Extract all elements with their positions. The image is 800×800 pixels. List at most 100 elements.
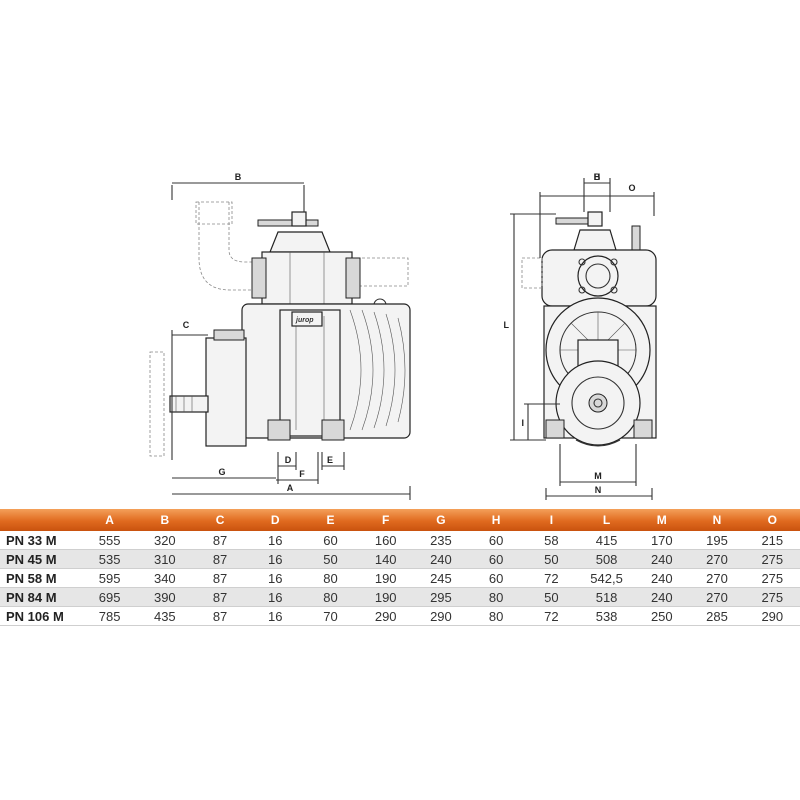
table-cell: 535 <box>82 549 138 569</box>
table-cell: 245 <box>413 568 469 588</box>
dim-label-c: C <box>183 320 190 330</box>
table-cell: 270 <box>689 587 745 607</box>
dim-label-l: L <box>504 320 510 330</box>
table-cell: 290 <box>413 606 469 626</box>
table-cell: 215 <box>744 531 800 550</box>
table-cell: 240 <box>634 549 690 569</box>
dim-label-f: F <box>299 469 305 479</box>
table-cell: 16 <box>247 568 303 588</box>
column-header: C <box>192 509 248 531</box>
table-cell: 275 <box>744 568 800 588</box>
table-cell: 290 <box>358 606 414 626</box>
table-cell: 80 <box>468 587 524 607</box>
table-cell: 595 <box>82 568 138 588</box>
table-cell: 235 <box>413 531 469 550</box>
table-cell: 50 <box>523 587 579 607</box>
table-cell: 195 <box>689 531 745 550</box>
column-header: H <box>468 509 524 531</box>
table-cell: 16 <box>247 531 303 550</box>
model-name-cell: PN 58 M <box>0 568 82 588</box>
table-cell: 80 <box>302 568 359 588</box>
technical-drawing: jurop B C G D F E <box>149 172 657 500</box>
table-cell: 542,5 <box>578 568 635 588</box>
dim-label-n: N <box>595 485 602 495</box>
table-cell: 50 <box>302 549 359 569</box>
table-cell: 518 <box>578 587 635 607</box>
table-cell: 415 <box>578 531 635 550</box>
model-name-cell: PN 106 M <box>0 606 82 626</box>
table-cell: 72 <box>523 606 579 626</box>
table-cell: 87 <box>192 568 248 588</box>
table-cell: 170 <box>634 531 690 550</box>
column-header: B <box>137 509 193 531</box>
table-cell: 240 <box>634 568 690 588</box>
column-header: N <box>689 509 745 531</box>
table-cell: 695 <box>82 587 138 607</box>
dim-label-b: B <box>235 172 242 182</box>
table-cell: 310 <box>137 549 193 569</box>
brand-logo: jurop <box>295 317 314 324</box>
table-header-row: A B C D E F G H I L M N O <box>0 509 800 531</box>
table-cell: 80 <box>302 587 359 607</box>
table-cell: 240 <box>634 587 690 607</box>
table-cell: 435 <box>137 606 193 626</box>
table-cell: 270 <box>689 568 745 588</box>
front-view: B H O L I M N <box>504 172 657 500</box>
table-cell: 50 <box>523 549 579 569</box>
dim-label-a: A <box>287 483 294 493</box>
dim-label-o: O <box>628 183 635 193</box>
table-cell: 785 <box>82 606 138 626</box>
table-cell: 60 <box>468 568 524 588</box>
column-header: D <box>247 509 303 531</box>
table-cell: 60 <box>302 531 359 550</box>
column-header: F <box>358 509 414 531</box>
column-header: O <box>744 509 800 531</box>
table-cell: 275 <box>744 587 800 607</box>
column-header: M <box>634 509 690 531</box>
column-header: A <box>82 509 138 531</box>
dim-label-m: M <box>594 471 602 481</box>
table-cell: 70 <box>302 606 359 626</box>
model-name-cell: PN 33 M <box>0 531 82 550</box>
table-cell: 270 <box>689 549 745 569</box>
table-cell: 87 <box>192 531 248 550</box>
dim-label-e: E <box>327 455 333 465</box>
table-cell: 16 <box>247 587 303 607</box>
dim-label-h: B <box>594 172 601 182</box>
table-cell: 16 <box>247 606 303 626</box>
table-cell: 190 <box>358 568 414 588</box>
table-cell: 72 <box>523 568 579 588</box>
table-cell: 390 <box>137 587 193 607</box>
table-cell: 508 <box>578 549 635 569</box>
table-cell: 275 <box>744 549 800 569</box>
dim-label-i: I <box>521 418 524 428</box>
table-cell: 60 <box>468 549 524 569</box>
table-cell: 60 <box>468 531 524 550</box>
column-header: I <box>523 509 579 531</box>
column-header-model <box>0 509 82 531</box>
table-cell: 290 <box>744 606 800 626</box>
column-header: G <box>413 509 469 531</box>
column-header: E <box>302 509 359 531</box>
table-cell: 295 <box>413 587 469 607</box>
dim-label-g: G <box>218 467 225 477</box>
table-cell: 240 <box>413 549 469 569</box>
table-cell: 538 <box>578 606 635 626</box>
column-header: L <box>578 509 635 531</box>
table-cell: 80 <box>468 606 524 626</box>
table-cell: 190 <box>358 587 414 607</box>
model-name-cell: PN 84 M <box>0 587 82 607</box>
table-cell: 320 <box>137 531 193 550</box>
table-cell: 87 <box>192 549 248 569</box>
table-cell: 340 <box>137 568 193 588</box>
dim-label-d: D <box>285 455 292 465</box>
table-cell: 140 <box>358 549 414 569</box>
table-cell: 87 <box>192 587 248 607</box>
